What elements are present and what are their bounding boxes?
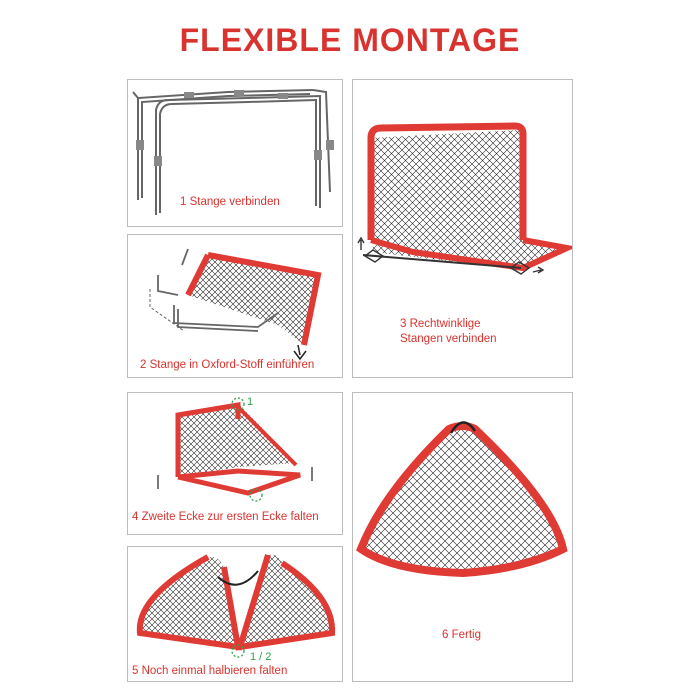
step-3-caption: 3 Rechtwinklige Stangen verbinden	[400, 317, 497, 347]
corner-folding-illustration	[157, 397, 313, 502]
step-1-caption: 1 Stange verbinden	[180, 196, 280, 208]
half-fold-illustration	[136, 554, 336, 658]
step-3-caption-line-2: Stangen verbinden	[400, 333, 497, 345]
frame-poles-illustration	[132, 89, 334, 215]
folded-goal-illustration	[356, 421, 568, 578]
pole-insertion-illustration	[149, 248, 322, 361]
step-6-caption: 6 Fertig	[442, 629, 481, 641]
step-5-caption: 5 Noch einmal halbieren falten	[132, 665, 288, 677]
step-4-panel: 1 4 Zweite Ecke zur ersten Ecke falten	[127, 392, 343, 535]
step-5-marker: 1 / 2	[250, 651, 272, 663]
page-title: FLEXIBLE MONTAGE	[179, 22, 521, 58]
step-2-caption: 2 Stange in Oxford-Stoff einführen	[140, 359, 315, 371]
step-6-panel: 6 Fertig	[352, 392, 573, 682]
step-4-caption: 4 Zweite Ecke zur ersten Ecke falten	[132, 511, 319, 523]
goal-assembly-illustration	[357, 122, 572, 275]
step-3-caption-line-1: 3 Rechtwinklige	[400, 318, 481, 330]
step-5-panel: 1 / 2 5 Noch einmal halbieren falten	[127, 546, 343, 682]
step-1-panel: 1 Stange verbinden	[127, 79, 343, 227]
step-4-marker-1: 1	[247, 396, 254, 408]
step-3-panel: 3 Rechtwinklige Stangen verbinden	[352, 79, 573, 378]
step-2-panel: 2 Stange in Oxford-Stoff einführen	[127, 234, 343, 378]
